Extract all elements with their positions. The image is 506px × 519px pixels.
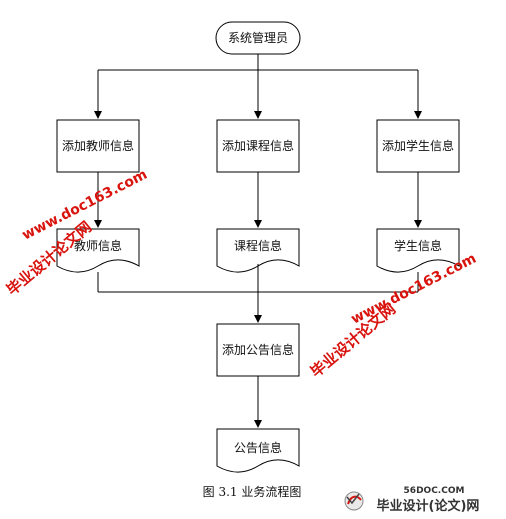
process-add-announcement-label: 添加公告信息	[222, 342, 294, 357]
process-add-student-label: 添加学生信息	[382, 138, 454, 153]
brand-logo: 56DOC.COM 毕业设计(论文)网	[344, 486, 480, 514]
process-add-announcement: 添加公告信息	[216, 323, 300, 377]
start-branch-connectors	[94, 54, 422, 119]
start-node-system-admin: 系统管理员	[215, 21, 301, 55]
document-student-info-label: 学生信息	[394, 238, 442, 253]
brand-logo-icon	[344, 491, 364, 511]
start-node-label: 系统管理员	[228, 30, 288, 45]
process-to-document-connectors	[94, 172, 422, 228]
document-course-info: 课程信息	[216, 228, 300, 273]
figure-caption: 图 3.1 业务流程图	[203, 484, 302, 499]
process-add-course: 添加课程信息	[216, 119, 300, 173]
document-announcement-info: 公告信息	[216, 428, 300, 473]
document-teacher-info-label: 教师信息	[74, 238, 122, 253]
process-add-student: 添加学生信息	[376, 119, 460, 173]
document-teacher-info: 教师信息	[56, 228, 140, 273]
process-add-teacher: 添加教师信息	[56, 119, 140, 173]
process-add-teacher-label: 添加教师信息	[62, 138, 134, 153]
document-announcement-info-label: 公告信息	[234, 440, 282, 455]
merge-connectors	[97, 264, 419, 323]
document-course-info-label: 课程信息	[234, 238, 282, 253]
process-add-course-label: 添加课程信息	[222, 138, 294, 153]
document-student-info: 学生信息	[376, 228, 460, 273]
brand-name: 毕业设计(论文)网	[377, 498, 480, 514]
brand-url: 56DOC.COM	[404, 486, 465, 496]
